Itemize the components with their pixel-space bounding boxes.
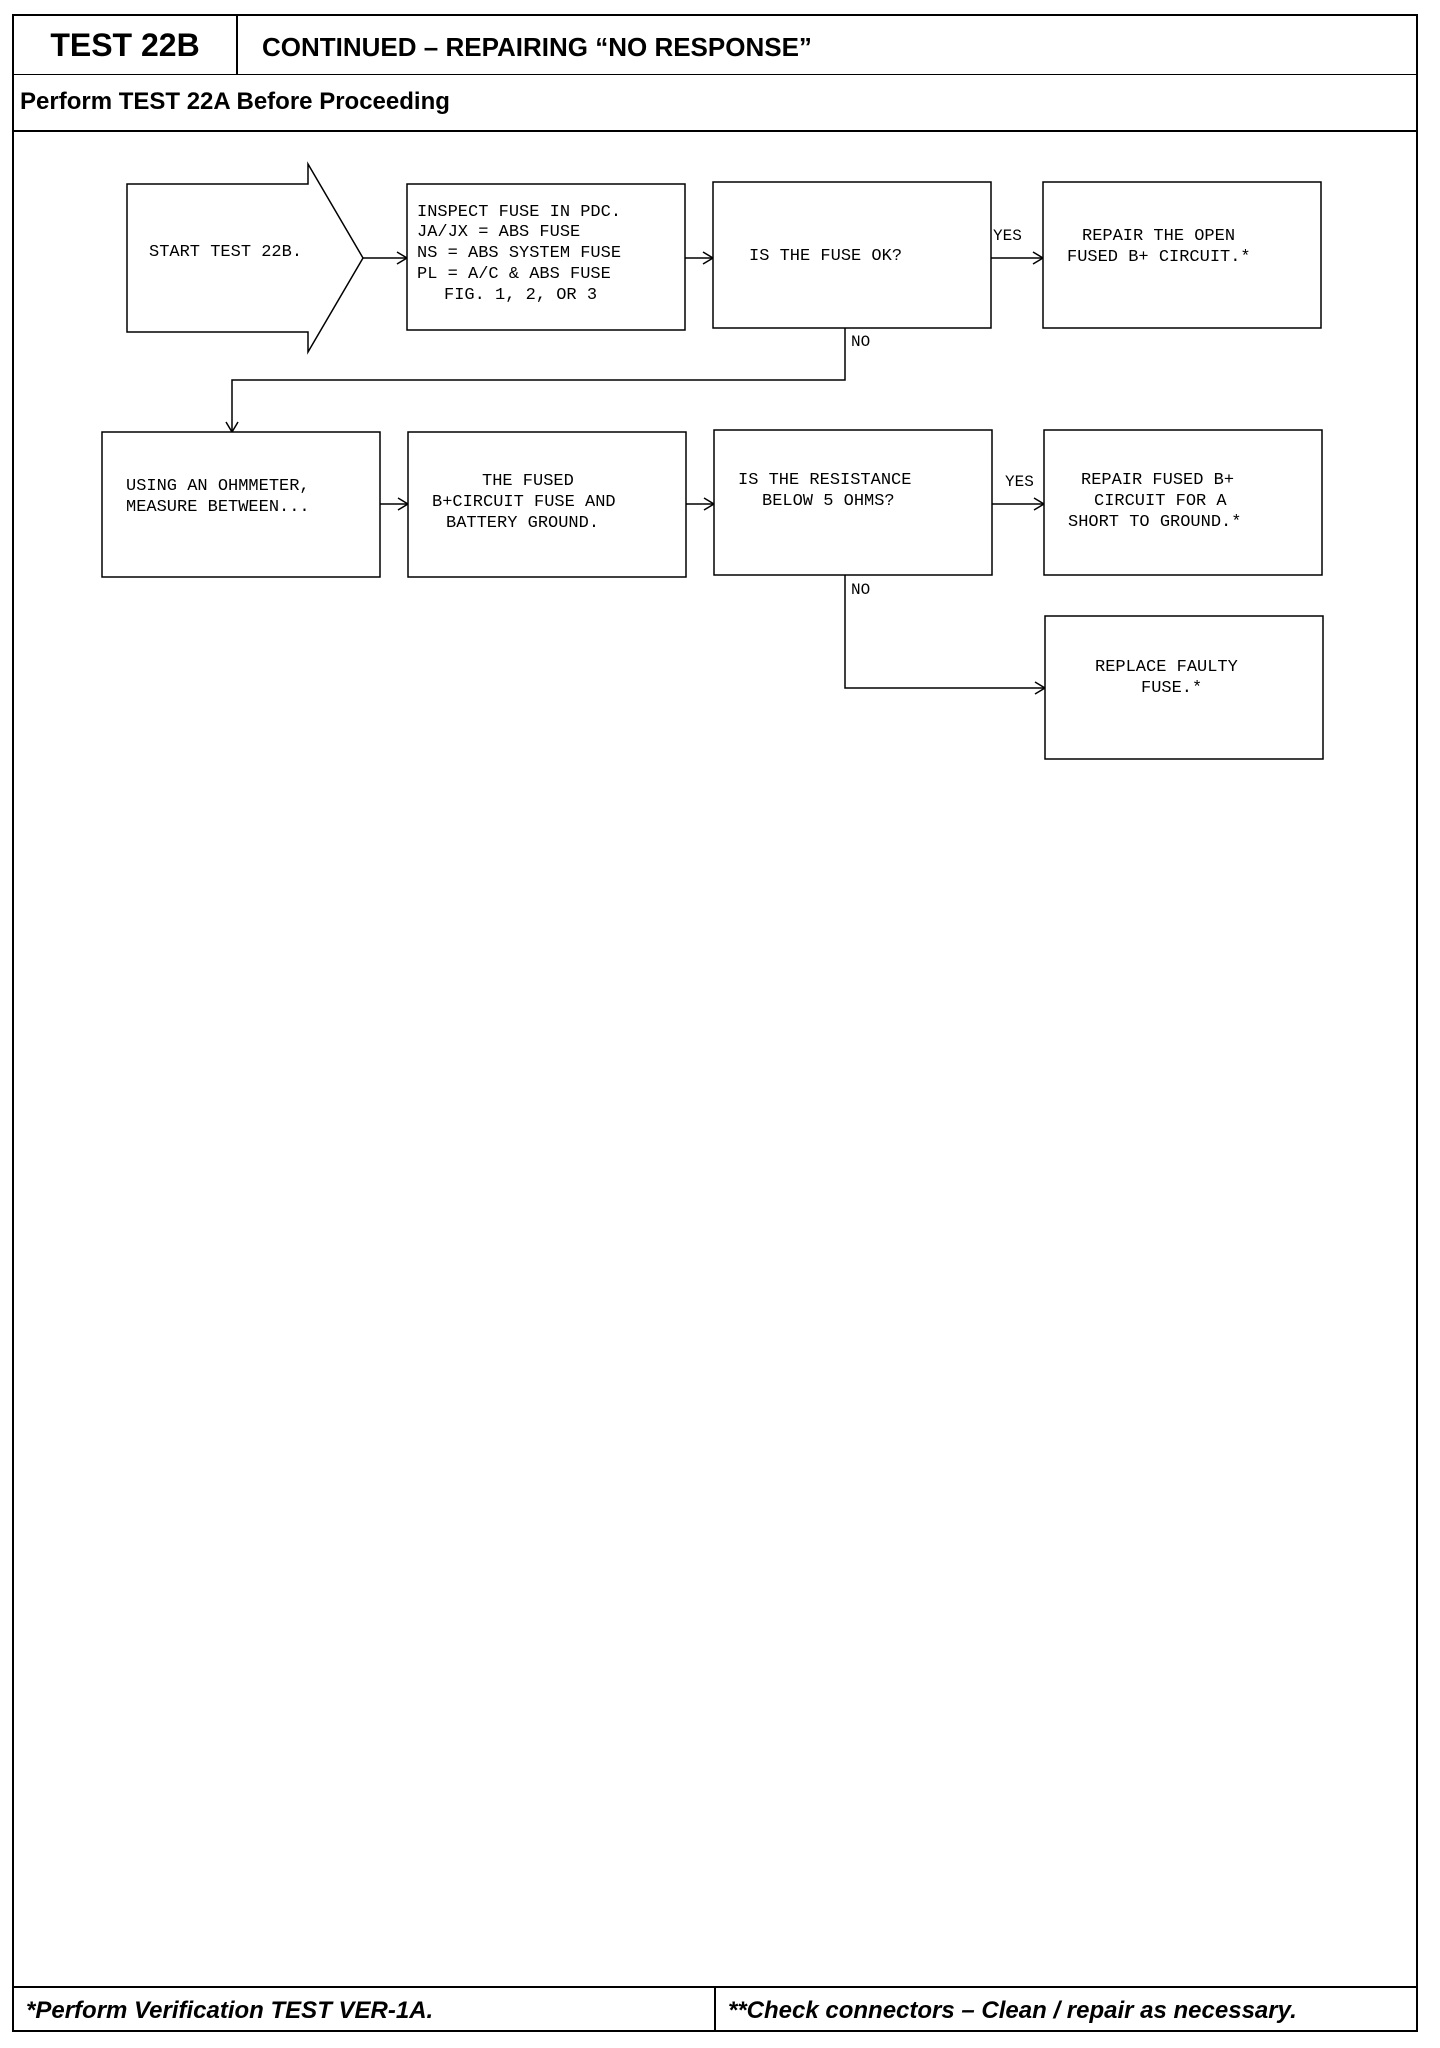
fused-circuit-line-3: BATTERY GROUND.: [446, 514, 599, 533]
inspect-line-1: INSPECT FUSE IN PDC.: [417, 203, 621, 222]
replace-fuse-line-2: FUSE.*: [1141, 679, 1202, 698]
resistance-decision-box: [713, 429, 993, 576]
replace-fuse-box: [1044, 615, 1324, 760]
no-label-1: NO: [851, 333, 870, 351]
ohmmeter-box: [101, 431, 381, 578]
repair-open-line-2: FUSED B+ CIRCUIT.*: [1067, 248, 1251, 267]
fuse-ok-decision-box: [712, 181, 992, 329]
repair-open-line-1: REPAIR THE OPEN: [1082, 227, 1235, 246]
inspect-line-5: FIG. 1, 2, OR 3: [444, 286, 597, 305]
ohmmeter-line-1: USING AN OHMMETER,: [126, 477, 310, 496]
test-id-tab: TEST 22B: [14, 16, 238, 74]
resistance-line-1: IS THE RESISTANCE: [738, 471, 911, 490]
replace-fuse-line-1: REPLACE FAULTY: [1095, 658, 1238, 677]
connector-fuse-ok-no: [231, 328, 846, 432]
repair-short-line-1: REPAIR FUSED B+: [1081, 471, 1234, 490]
footer-note-verification: *Perform Verification TEST VER-1A.: [14, 1988, 716, 2032]
repair-short-box: [1043, 429, 1323, 576]
footer-row: *Perform Verification TEST VER-1A. **Che…: [14, 1986, 1416, 2034]
flowchart: START TEST 22B. INSPECT FUSE IN PDC. JA/…: [101, 161, 1324, 760]
ohmmeter-line-2: MEASURE BETWEEN...: [126, 498, 310, 517]
fuse-ok-text: IS THE FUSE OK?: [749, 247, 902, 266]
repair-short-line-2: CIRCUIT FOR A: [1094, 492, 1227, 511]
yes-label-1: YES: [993, 227, 1022, 245]
repair-short-line-3: SHORT TO GROUND.*: [1068, 513, 1241, 532]
connector-resistance-no: [844, 575, 1045, 689]
start-arrow-shape: [126, 161, 364, 355]
inspect-line-4: PL = A/C & ABS FUSE: [417, 265, 611, 284]
inspect-line-3: NS = ABS SYSTEM FUSE: [417, 244, 621, 263]
start-text: START TEST 22B.: [149, 243, 302, 262]
page-title: CONTINUED – REPAIRING “NO RESPONSE”: [262, 32, 812, 62]
inspect-line-2: JA/JX = ABS FUSE: [417, 223, 580, 242]
page-frame: TEST 22B CONTINUED – REPAIRING “NO RESPO…: [12, 14, 1418, 2032]
no-label-2: NO: [851, 581, 870, 599]
repair-open-box: [1042, 181, 1322, 329]
footer-note-connectors: **Check connectors – Clean / repair as n…: [728, 1997, 1297, 2024]
fused-circuit-line-1: THE FUSED: [482, 472, 574, 491]
fused-circuit-line-2: B+CIRCUIT FUSE AND: [432, 493, 616, 512]
resistance-line-2: BELOW 5 OHMS?: [762, 492, 895, 511]
inspect-fuse-box: [406, 183, 686, 331]
page-subtitle: Perform TEST 22A Before Proceeding: [20, 88, 450, 115]
header-row: TEST 22B CONTINUED – REPAIRING “NO RESPO…: [14, 16, 1416, 75]
yes-label-2: YES: [1005, 473, 1034, 491]
fused-circuit-box: [407, 431, 687, 578]
subheader-row: Perform TEST 22A Before Proceeding: [14, 74, 1416, 132]
